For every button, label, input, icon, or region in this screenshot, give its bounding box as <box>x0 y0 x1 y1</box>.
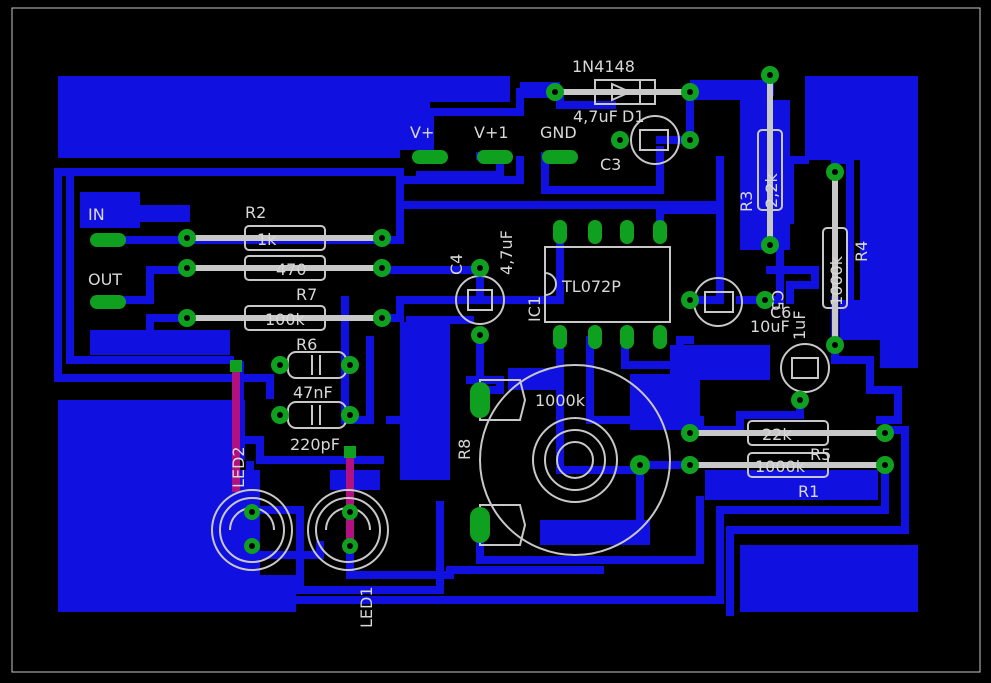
label-c4-name: C4 <box>447 254 466 275</box>
label-r5-value: 22k <box>762 425 792 444</box>
pads <box>90 66 894 554</box>
label-c3-name: C3 <box>600 155 621 174</box>
label-c6-value: 1uF <box>790 310 809 340</box>
label-r2-name: R2 <box>245 203 266 222</box>
diode-d1 <box>555 79 690 105</box>
label-c6-name: C6 <box>770 303 791 322</box>
label-c4-value: 4,7uF <box>497 230 516 275</box>
label-r1-name: R1 <box>798 482 819 501</box>
label-r7-name: R7 <box>296 285 317 304</box>
board-outline <box>11 7 981 673</box>
label-out: OUT <box>88 270 122 289</box>
label-in: IN <box>88 205 105 224</box>
electrolytic-caps <box>455 115 830 393</box>
label-r470-value: 470 <box>276 260 307 279</box>
label-c220pf-value: 220pF <box>290 435 340 454</box>
label-gnd: GND <box>540 123 577 142</box>
label-c3-value: 4,7uF <box>573 107 618 126</box>
label-led1-name: LED1 <box>357 586 376 628</box>
label-r2-value: 1k <box>257 230 277 249</box>
label-r7-value: 100k <box>265 310 306 329</box>
label-r5-name: R5 <box>810 445 831 464</box>
label-r4-name: R4 <box>852 241 871 262</box>
label-r3-name: R3 <box>737 191 756 212</box>
label-r8-value: 1000k <box>535 391 586 410</box>
label-ic1-name: IC1 <box>525 296 544 322</box>
ic1-body <box>544 246 671 323</box>
label-vplus1: V+1 <box>474 123 509 142</box>
label-r1-value: 1000k <box>755 457 806 476</box>
label-c5-value: 10uF <box>750 317 790 336</box>
copper-tracks <box>54 71 909 616</box>
label-c5-name: C5 <box>768 290 787 311</box>
label-ic1-value: TL072P <box>561 277 621 296</box>
label-vplus: V+ <box>410 123 434 142</box>
label-r4-value: 1000k <box>827 255 846 306</box>
potentiometer-r8 <box>479 364 671 556</box>
label-r6-name: R6 <box>296 335 317 354</box>
label-d1-name: D1 <box>622 107 645 126</box>
resistor-bodies <box>190 80 885 478</box>
label-led2-name: LED2 <box>229 446 248 488</box>
label-d1-value: 1N4148 <box>572 57 635 76</box>
label-c47nf-value: 47nF <box>293 383 333 402</box>
label-r8-name: R8 <box>455 439 474 460</box>
label-r3-value: 2,2k <box>762 173 781 208</box>
